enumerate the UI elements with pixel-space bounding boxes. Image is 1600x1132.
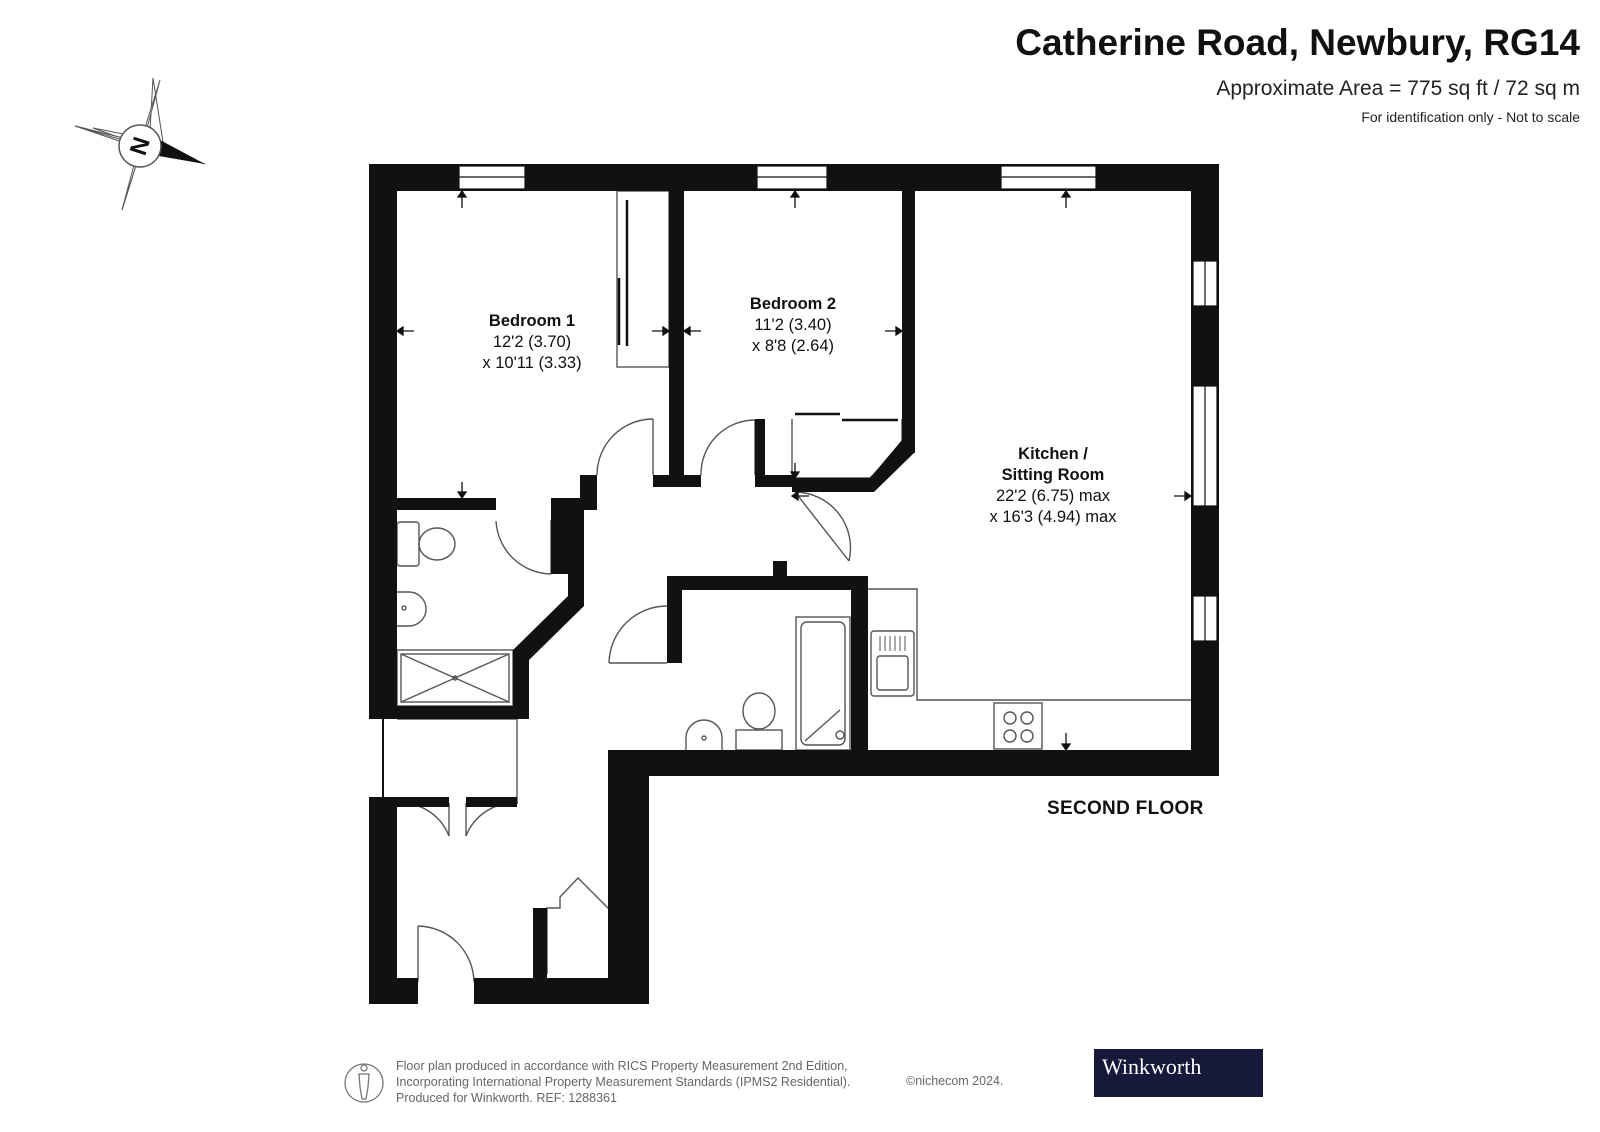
disclaimer-note: For identification only - Not to scale bbox=[1361, 109, 1580, 125]
plan-title: Catherine Road, Newbury, RG14 bbox=[1015, 22, 1580, 63]
area-summary: Approximate Area = 775 sq ft / 72 sq m bbox=[1216, 77, 1580, 100]
room-label-bedroom-1: Bedroom 1 12'2 (3.70) x 10'11 (3.33) bbox=[482, 312, 582, 372]
windows bbox=[369, 165, 1218, 797]
dimension-arrows bbox=[395, 189, 1193, 752]
floor-label: SECOND FLOOR bbox=[1047, 798, 1204, 819]
compass-icon: N bbox=[74, 77, 206, 211]
winkworth-logo: Winkworth bbox=[1094, 1049, 1263, 1097]
room-label-bedroom-2: Bedroom 2 11'2 (3.40) x 8'8 (2.64) bbox=[749, 295, 837, 355]
logo-text: Winkworth bbox=[1102, 1054, 1202, 1079]
copyright: ©nichecom 2024. bbox=[906, 1074, 1004, 1088]
room-label-kitchen-sitting-room: Kitchen / Sitting Room 22'2 (6.75) max x… bbox=[989, 445, 1117, 526]
footer-text: Floor plan produced in accordance with R… bbox=[396, 1059, 851, 1105]
person-icon bbox=[344, 1063, 384, 1103]
walls bbox=[369, 164, 1219, 1004]
